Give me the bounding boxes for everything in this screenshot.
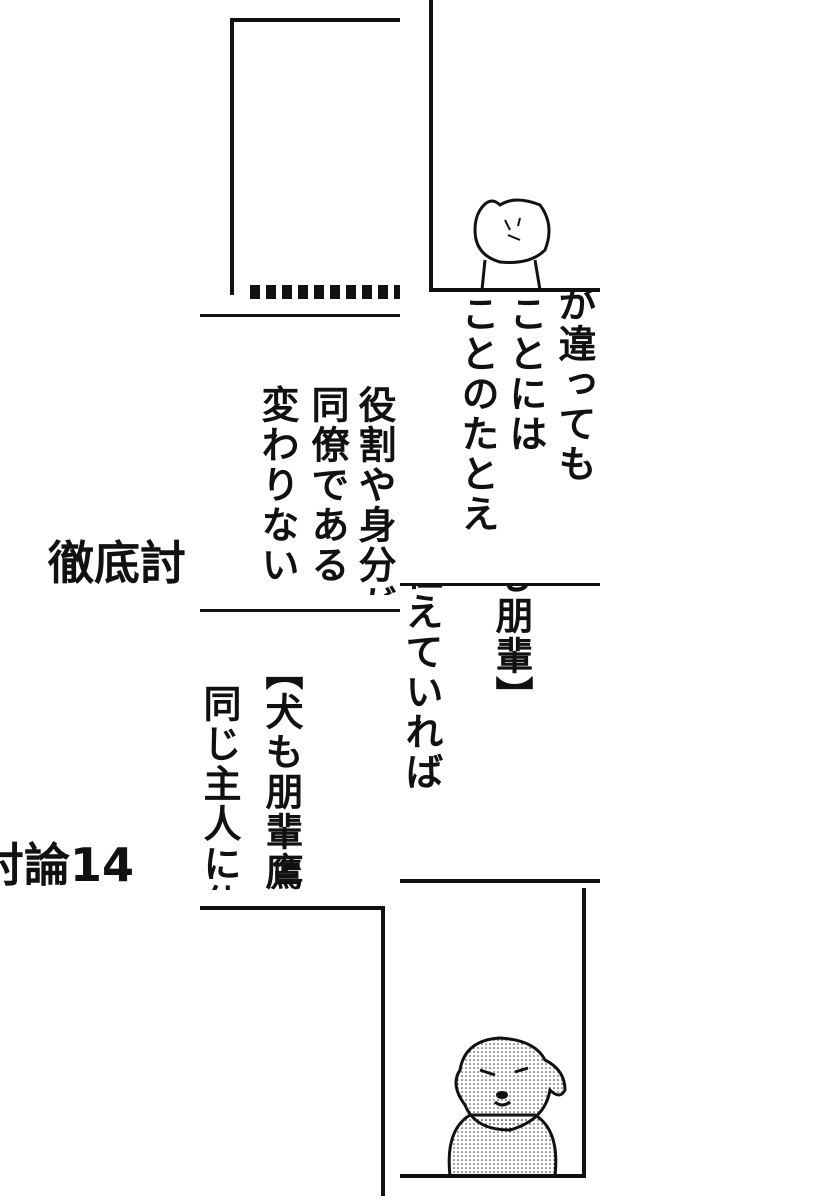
panel-border: [400, 879, 600, 883]
panel-border: [200, 906, 385, 910]
caption-column: 【犬も朋輩鷹も: [259, 652, 303, 890]
caption-column: 同僚である: [305, 385, 349, 585]
panel-border: [200, 314, 400, 317]
title-fragment: 討論14: [0, 838, 135, 892]
caption-column: ことのたとえ: [455, 294, 499, 534]
panel-border: [230, 18, 234, 295]
caption-column: 変わりない: [255, 385, 299, 585]
panel-border: [582, 888, 586, 1178]
panel-border: [429, 0, 433, 292]
panel-border: [200, 609, 400, 612]
caption-column: ことには: [503, 294, 547, 454]
panel-border: [230, 18, 400, 22]
panel-border: [400, 1174, 586, 1178]
panel-border: [400, 583, 600, 586]
panel-border: [429, 288, 600, 292]
caption-column: も朋輩】: [489, 586, 533, 716]
caption-column: が違っても: [552, 292, 596, 484]
caption-column: 役割や身分が: [352, 385, 396, 595]
title-fragment: 徹底討: [48, 536, 186, 590]
dog-illustration: [447, 1036, 567, 1176]
caption-column: 仕えていれば: [400, 586, 443, 792]
panel-border: [381, 906, 385, 1196]
character-illustration: [473, 198, 551, 290]
cut-text-fragment: [250, 285, 400, 303]
caption-column: 同じ主人に仕: [200, 684, 241, 890]
